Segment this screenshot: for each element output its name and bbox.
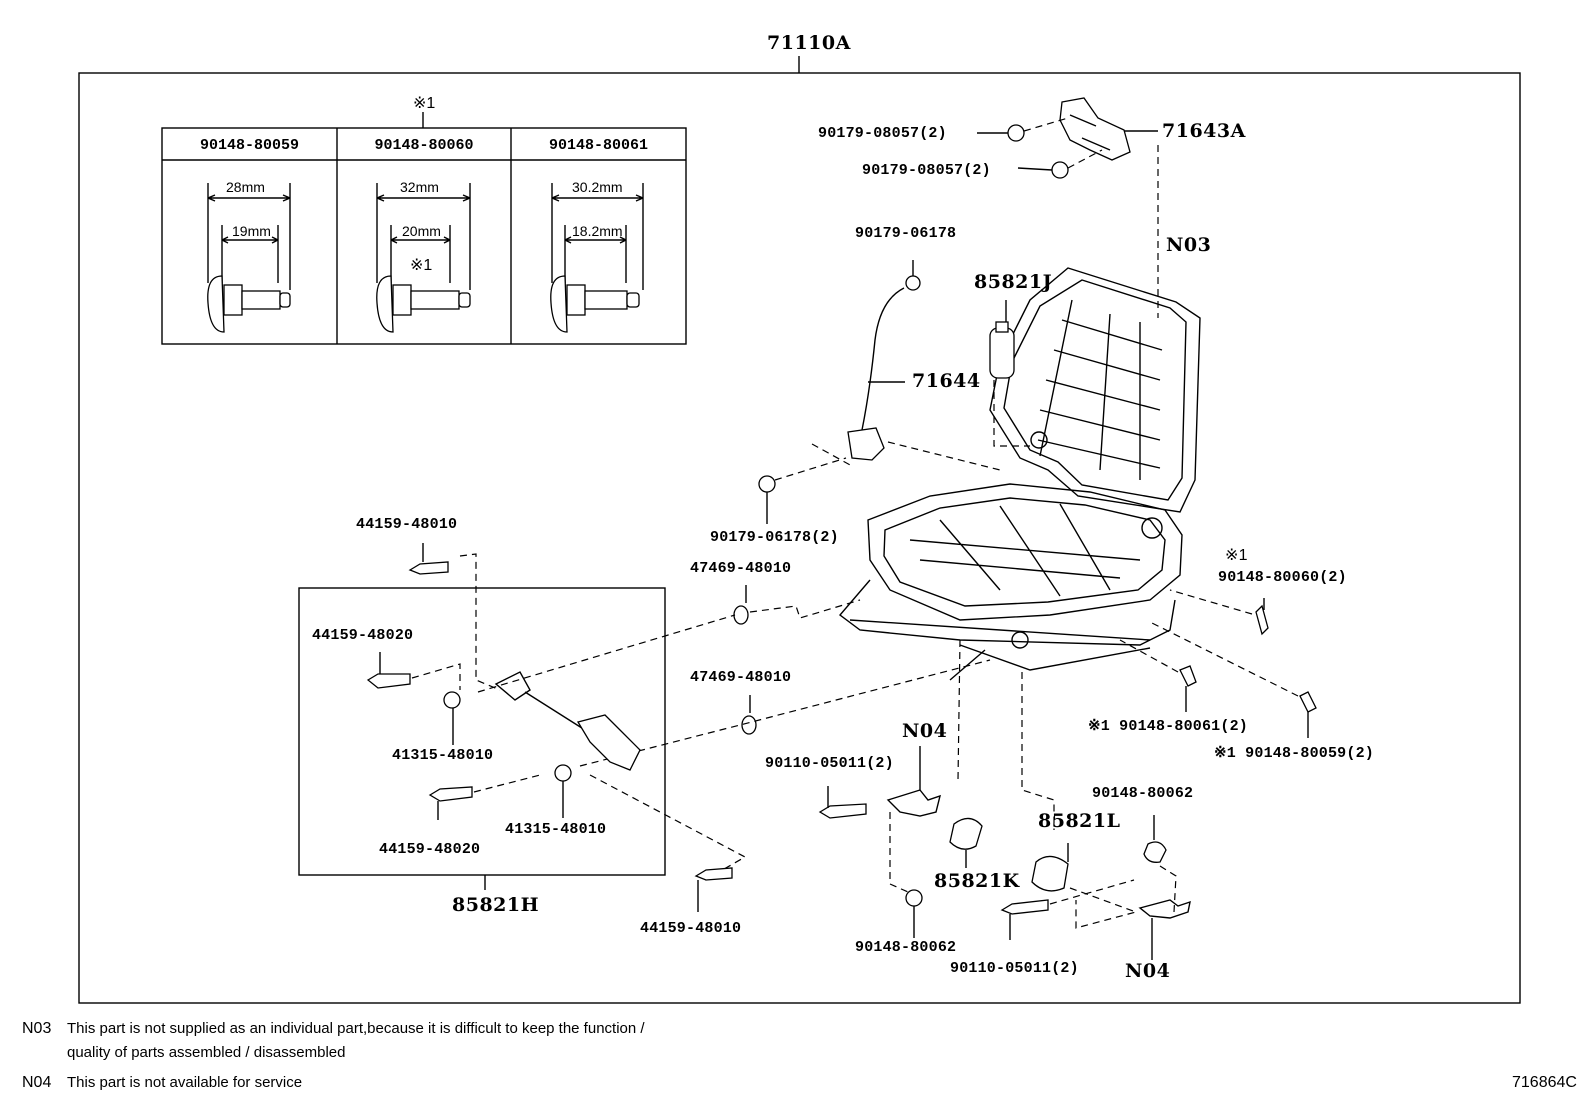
label-85821L: 85821L xyxy=(1038,810,1121,832)
insert-table-lines xyxy=(161,112,687,345)
label-90148-80062-b: 90148-80062 xyxy=(1092,785,1194,802)
label-41315-48010-a: 41315-48010 xyxy=(392,747,494,764)
table-header-80061: 90148-80061 xyxy=(548,137,649,154)
note-code-N04: N04 xyxy=(22,1074,52,1091)
n04-assembly-right xyxy=(1000,815,1191,960)
dim-thread-80060: 20mm xyxy=(402,223,441,239)
label-47469-48010-a: 47469-48010 xyxy=(690,560,792,577)
dim-mark-80060: ※1 xyxy=(410,257,433,274)
right-fasteners xyxy=(957,589,1317,830)
label-90110-05011-a: 90110-05011(2) xyxy=(765,755,894,772)
label-71644: 71644 xyxy=(912,370,981,392)
seat-frame-drawing xyxy=(838,267,1201,681)
label-N03: N03 xyxy=(1166,234,1212,256)
bolt-drawing-80061 xyxy=(550,183,644,333)
cable-71644 xyxy=(758,260,1001,524)
label-N04-b: N04 xyxy=(1125,960,1171,982)
label-85821J: 85821J xyxy=(974,271,1053,293)
label-N04-a: N04 xyxy=(902,720,948,742)
label-mark-80060: ※1 xyxy=(1225,547,1248,564)
table-header-80059: 90148-80059 xyxy=(199,137,300,154)
label-90148-80062-a: 90148-80062 xyxy=(855,939,957,956)
dim-overall-80060: 32mm xyxy=(400,179,439,195)
motor-85821J xyxy=(989,300,1030,447)
label-90179-08057-b: 90179-08057(2) xyxy=(862,162,991,179)
label-44159-48010-b: 44159-48010 xyxy=(640,920,742,937)
dim-thread-80059: 19mm xyxy=(232,223,271,239)
illustration-id: 716864C xyxy=(1512,1074,1577,1091)
left-fasteners xyxy=(366,543,991,912)
label-90110-05011-b: 90110-05011(2) xyxy=(950,960,1079,977)
main-frame xyxy=(78,72,1521,1004)
bracket-71643A xyxy=(977,97,1159,318)
label-85821K: 85821K xyxy=(934,870,1020,892)
table-mark: ※1 xyxy=(413,95,436,112)
label-90148-80060: 90148-80060(2) xyxy=(1218,569,1347,586)
label-44159-48020-b: 44159-48020 xyxy=(379,841,481,858)
note-text-N03-line2: quality of parts assembled / disassemble… xyxy=(67,1044,346,1061)
note-text-N04: This part is not available for service xyxy=(67,1074,303,1091)
table-header-80060: 90148-80060 xyxy=(374,137,474,154)
label-71643A: 71643A xyxy=(1162,120,1246,142)
note-text-N03: This part is not supplied as an individu… xyxy=(67,1020,645,1037)
dim-overall-80059: 28mm xyxy=(226,179,265,195)
label-44159-48020-a: 44159-48020 xyxy=(312,627,414,644)
sub-frame-85821H xyxy=(298,587,666,876)
bolt-drawing-80060 xyxy=(376,183,471,333)
label-90179-08057-a: 90179-08057(2) xyxy=(818,125,947,142)
bolt-drawing-80059 xyxy=(207,183,291,333)
label-90179-06178: 90179-06178 xyxy=(855,225,957,242)
note-code-N03: N03 xyxy=(22,1020,52,1037)
label-90148-80061: ※1 90148-80061(2) xyxy=(1088,718,1248,735)
label-90179-06178-2: 90179-06178(2) xyxy=(710,529,839,546)
dim-thread-80061: 18.2mm xyxy=(572,223,623,239)
dim-overall-80061: 30.2mm xyxy=(572,179,623,195)
label-90148-80059: ※1 90148-80059(2) xyxy=(1214,745,1374,762)
assembly-number: 71110A xyxy=(767,32,851,54)
label-47469-48010-b: 47469-48010 xyxy=(690,669,792,686)
n04-assembly-left xyxy=(818,746,983,938)
label-44159-48010-a: 44159-48010 xyxy=(356,516,458,533)
label-85821H: 85821H xyxy=(452,894,540,916)
label-41315-48010-b: 41315-48010 xyxy=(505,821,607,838)
